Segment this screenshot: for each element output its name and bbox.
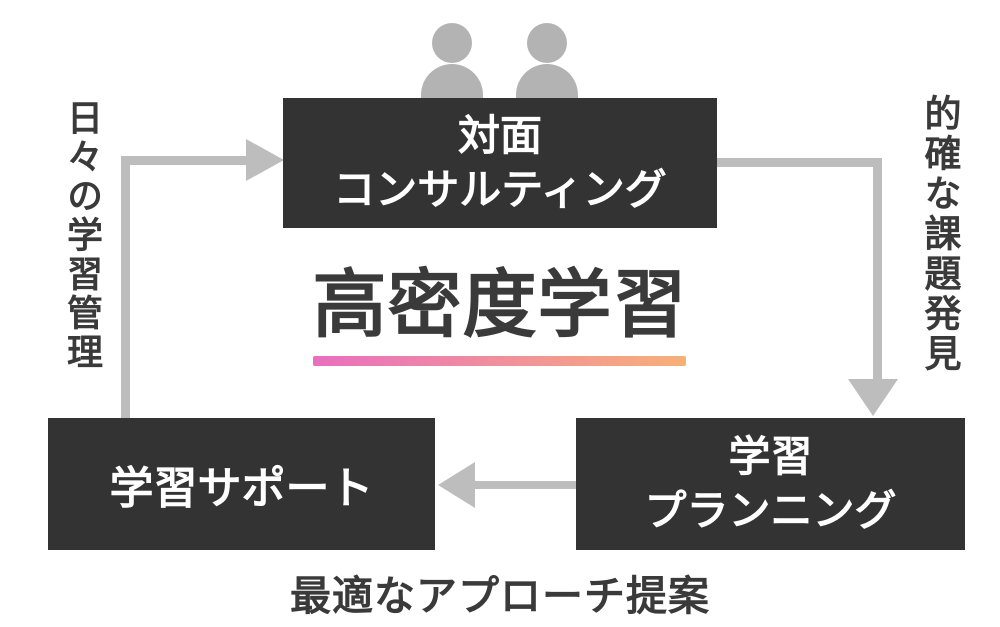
arrow-right-vertical-segment (873, 158, 882, 383)
node-support-label: 学習サポート (109, 464, 374, 513)
label-optimal-approach-proposal: 最適なアプローチ提案 (290, 573, 710, 619)
arrow-right-horizontal-segment (717, 158, 882, 167)
node-learning-planning: 学習 プランニング (576, 418, 965, 550)
node-learning-support: 学習サポート (48, 418, 435, 550)
node-face-to-face-consulting: 対面 コンサルティング (283, 98, 717, 228)
label-daily-learning-management: 日々の学習管理 (62, 99, 103, 372)
arrow-left-horizontal-segment (121, 156, 248, 165)
arrowhead-down-icon (848, 379, 898, 416)
node-planning-line1: 学習 (728, 433, 813, 481)
node-planning-line2: プランニング (644, 487, 897, 534)
person-icon (421, 23, 483, 105)
person-head-icon (527, 23, 567, 63)
label-accurate-problem-discovery: 的確な課題発見 (919, 94, 960, 374)
node-consulting-line2: コンサルティング (333, 166, 667, 213)
person-head-icon (432, 23, 472, 63)
person-icon (516, 23, 578, 105)
main-title: 高密度学習 (312, 263, 688, 346)
arrowhead-right-icon (246, 139, 284, 181)
node-consulting-line1: 対面 (457, 112, 542, 160)
arrow-left-vertical-segment (121, 156, 130, 418)
arrowhead-left-icon (438, 462, 475, 508)
title-gradient-underline (313, 356, 686, 366)
arrow-middle-horizontal-segment (474, 481, 576, 489)
